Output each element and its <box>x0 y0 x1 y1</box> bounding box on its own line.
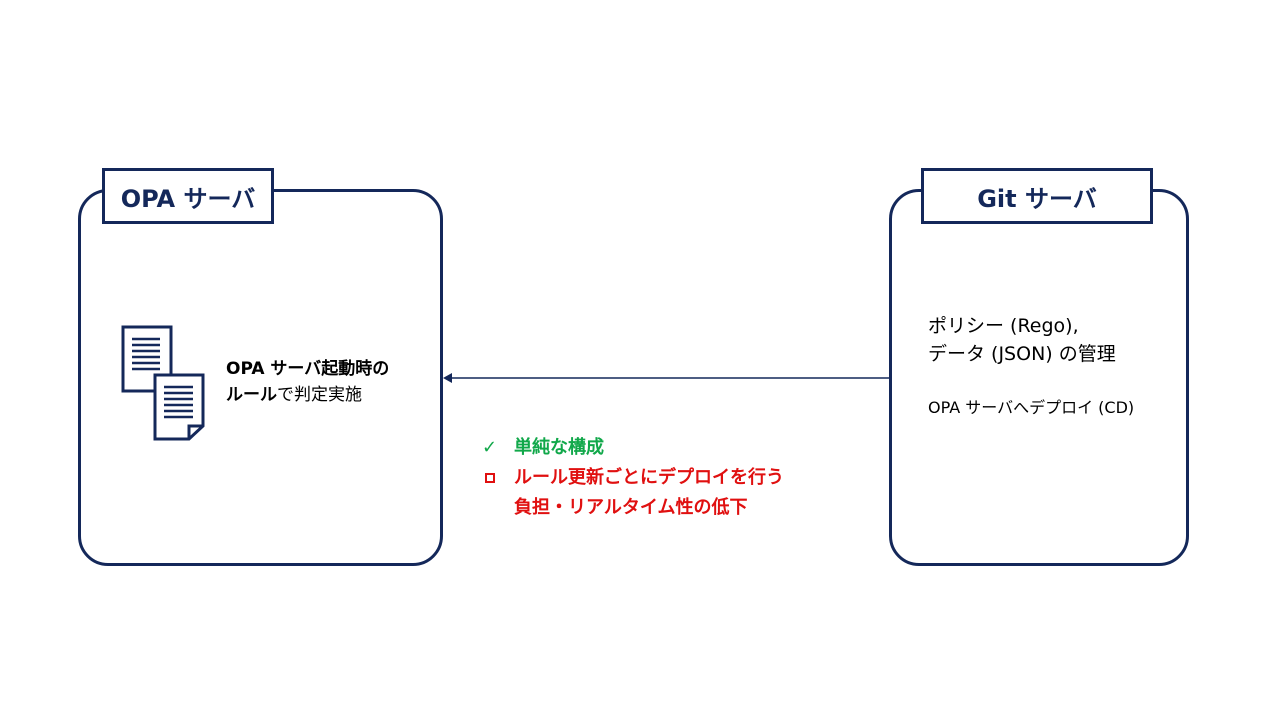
policy-line-2: データ (JSON) の管理 <box>928 343 1116 365</box>
pro-item: ✓ 単純な構成 <box>482 433 784 463</box>
square-bullet-icon <box>485 473 495 483</box>
git-server-box <box>889 189 1189 566</box>
con-item: ルール更新ごとにデプロイを行う <box>482 463 784 493</box>
opa-server-description: OPA サーバ起動時の ルールで判定実施 <box>226 356 389 408</box>
opa-desc-line-2-bold: ルール <box>226 385 277 405</box>
git-server-title: Git サーバ <box>921 168 1153 224</box>
git-server-policy: ポリシー (Rego), データ (JSON) の管理 <box>928 312 1116 368</box>
documents-icon <box>121 325 205 441</box>
pro-text: 単純な構成 <box>514 437 604 458</box>
check-icon: ✓ <box>482 437 498 458</box>
git-server-deploy: OPA サーバへデプロイ (CD) <box>928 398 1135 417</box>
con-text-1: ルール更新ごとにデプロイを行う <box>514 467 784 488</box>
policy-line-1: ポリシー (Rego), <box>928 315 1079 337</box>
con-text-2: 負担・リアルタイム性の低下 <box>514 497 748 518</box>
opa-server-title: OPA サーバ <box>102 168 274 224</box>
notes: ✓ 単純な構成 ルール更新ごとにデプロイを行う 負担・リアルタイム性の低下 <box>482 433 784 523</box>
opa-desc-line-1: OPA サーバ起動時の <box>226 359 390 379</box>
opa-desc-line-2-rest: で判定実施 <box>277 385 362 405</box>
